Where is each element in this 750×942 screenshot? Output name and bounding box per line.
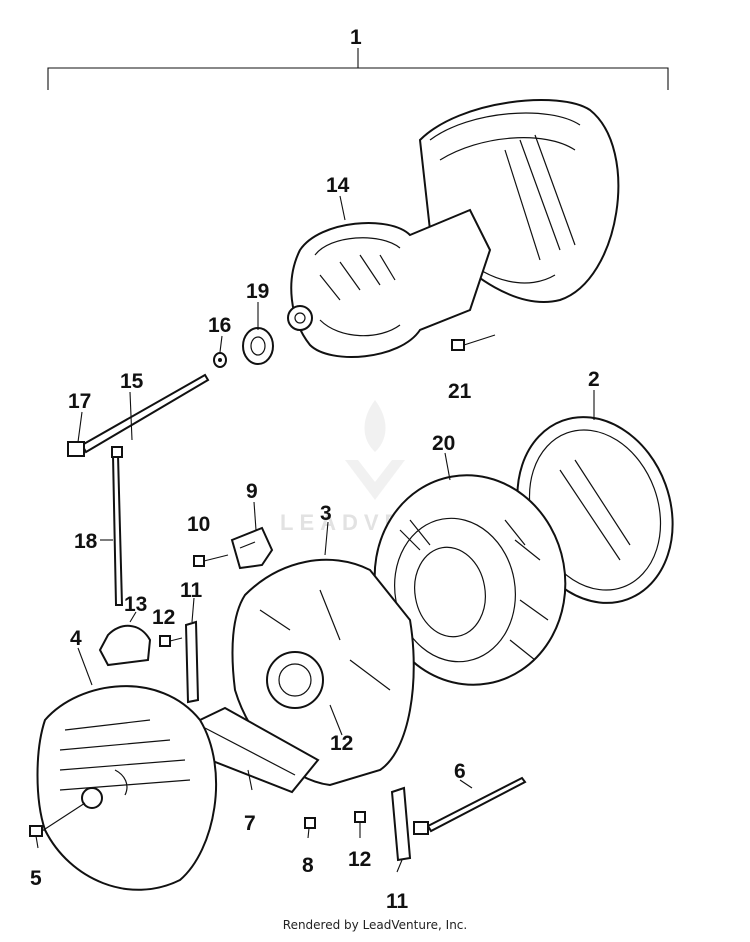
screw-12-a bbox=[159, 635, 183, 647]
callout-6: 6 bbox=[454, 760, 466, 783]
regulator bbox=[230, 526, 274, 570]
callout-9: 9 bbox=[246, 480, 258, 503]
front-housing bbox=[231, 558, 415, 787]
callout-12-c: 12 bbox=[348, 848, 371, 871]
callout-21: 21 bbox=[448, 380, 472, 403]
bolt-21 bbox=[451, 334, 496, 351]
rubber-cap bbox=[98, 624, 152, 667]
callout-12-b: 12 bbox=[330, 732, 353, 755]
callout-16: 16 bbox=[208, 314, 231, 337]
callout-3: 3 bbox=[320, 502, 332, 525]
callout-19: 19 bbox=[246, 280, 269, 303]
callout-12-a: 12 bbox=[152, 606, 175, 629]
strap-11-upper bbox=[184, 620, 200, 704]
callout-labels: 1 2 3 4 5 6 7 8 9 10 11 11 12 12 12 13 1… bbox=[30, 26, 600, 913]
callout-20: 20 bbox=[432, 432, 455, 455]
rotor bbox=[287, 208, 492, 358]
footer-credit: Rendered by LeadVenture, Inc. bbox=[282, 918, 468, 932]
callout-17: 17 bbox=[68, 390, 91, 413]
callout-7: 7 bbox=[244, 812, 256, 835]
screw-10 bbox=[193, 554, 229, 567]
screw-8 bbox=[304, 817, 316, 829]
strap-11-lower bbox=[390, 786, 412, 862]
bolt-6 bbox=[413, 776, 527, 835]
callout-10: 10 bbox=[187, 513, 210, 536]
through-bolt bbox=[67, 373, 210, 457]
bearing bbox=[242, 327, 274, 365]
end-cover bbox=[36, 685, 218, 891]
callout-8: 8 bbox=[302, 854, 314, 877]
callout-1: 1 bbox=[350, 26, 362, 49]
callout-18: 18 bbox=[74, 530, 98, 553]
callout-4: 4 bbox=[70, 627, 82, 650]
callout-11-lower: 11 bbox=[386, 890, 409, 913]
callout-13: 13 bbox=[124, 593, 147, 616]
callout-15: 15 bbox=[120, 370, 144, 393]
leader-lines bbox=[35, 195, 595, 873]
callout-2: 2 bbox=[588, 368, 600, 391]
assembly-bracket bbox=[47, 48, 669, 90]
callout-14: 14 bbox=[326, 174, 350, 197]
washer bbox=[213, 352, 227, 368]
callout-11-upper: 11 bbox=[180, 579, 203, 602]
watermark-logo bbox=[345, 400, 405, 500]
callout-5: 5 bbox=[30, 867, 42, 890]
screw-12-c bbox=[354, 811, 366, 823]
tie-strap bbox=[111, 446, 124, 606]
